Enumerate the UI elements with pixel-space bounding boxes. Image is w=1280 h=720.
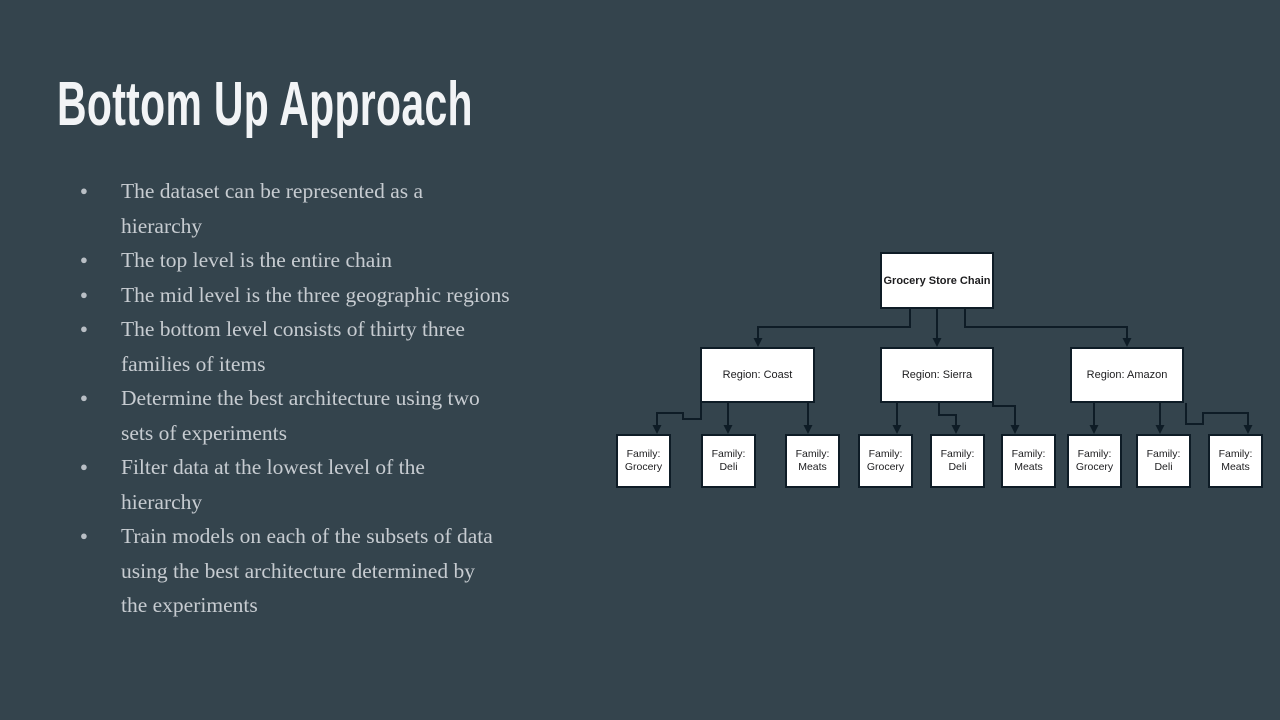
- bullet-line: hierarchy: [121, 489, 203, 514]
- arrowhead-icon: [652, 425, 662, 434]
- bullet-line: The dataset can be represented as a: [121, 179, 424, 203]
- bullet-line: The top level is the entire chain: [121, 248, 393, 272]
- bullet-line: The mid level is the three geographic re…: [121, 282, 510, 307]
- bullet-item: ● Determine the best architecture using …: [80, 381, 625, 450]
- node-family-deli-2: Family: Deli: [930, 434, 985, 488]
- arrowhead-icon: [932, 338, 942, 347]
- arrowhead-icon: [1155, 425, 1165, 434]
- bullet-text: The bottom level consists of thirty thre…: [121, 312, 465, 381]
- node-region-amazon: Region: Amazon: [1070, 347, 1184, 403]
- node-family-deli-3: Family: Deli: [1136, 434, 1191, 488]
- bullet-icon: ●: [80, 183, 88, 198]
- node-family-meats-2: Family: Meats: [1001, 434, 1056, 488]
- node-family-grocery-3: Family: Grocery: [1067, 434, 1122, 488]
- bullet-icon: ●: [80, 321, 88, 336]
- bullet-text: The dataset can be represented as a hier…: [121, 174, 423, 243]
- bullet-line: using the best architecture determined b…: [121, 558, 476, 583]
- bullet-text: Filter data at the lowest level of the h…: [121, 450, 425, 519]
- page-title: Bottom Up Approach: [57, 70, 473, 139]
- connector: [938, 403, 957, 426]
- node-family-meats-1: Family: Meats: [785, 434, 840, 488]
- bullet-item: ● The mid level is the three geographic …: [80, 278, 625, 313]
- bullet-icon: ●: [80, 252, 88, 267]
- bullet-item: ● The dataset can be represented as a hi…: [80, 174, 625, 243]
- bullet-line: hierarchy: [121, 213, 203, 238]
- bullet-line: families of items: [121, 351, 266, 376]
- arrowhead-icon: [892, 425, 902, 434]
- arrowhead-icon: [951, 425, 961, 434]
- bullet-icon: ●: [80, 390, 88, 405]
- node-family-meats-3: Family: Meats: [1208, 434, 1263, 488]
- node-region-coast: Region: Coast: [700, 347, 815, 403]
- bullet-icon: ●: [80, 459, 88, 474]
- bullet-line: Train models on each of the subsets of d…: [121, 524, 493, 548]
- bullet-line: Filter data at the lowest level of the: [121, 455, 425, 479]
- bullet-text: Train models on each of the subsets of d…: [121, 519, 493, 623]
- bullet-icon: ●: [80, 528, 88, 543]
- arrowhead-icon: [723, 425, 733, 434]
- node-family-grocery-1: Family: Grocery: [616, 434, 671, 488]
- arrowhead-icon: [753, 338, 763, 347]
- connector: [757, 309, 911, 339]
- node-region-sierra: Region: Sierra: [880, 347, 994, 403]
- arrowhead-icon: [1122, 338, 1132, 347]
- bullet-item: ● Filter data at the lowest level of the…: [80, 450, 625, 519]
- node-family-grocery-2: Family: Grocery: [858, 434, 913, 488]
- node-grocery-store-chain: Grocery Store Chain: [880, 252, 994, 309]
- bullet-text: The mid level is the three geographic re…: [121, 278, 510, 313]
- connector: [656, 403, 702, 426]
- bullet-line: the experiments: [121, 593, 258, 617]
- connector: [1185, 403, 1249, 426]
- bullet-icon: ●: [80, 286, 88, 302]
- bullet-item: ● The bottom level consists of thirty th…: [80, 312, 625, 381]
- bullet-list: ● The dataset can be represented as a hi…: [80, 174, 625, 623]
- connector: [964, 309, 1128, 339]
- arrowhead-icon: [803, 425, 813, 434]
- bullet-line: sets of experiments: [121, 420, 287, 445]
- arrowhead-icon: [1010, 425, 1020, 434]
- bullet-text: Determine the best architecture using tw…: [121, 381, 480, 450]
- bullet-item: ● The top level is the entire chain: [80, 243, 625, 278]
- bullet-line: The bottom level consists of thirty thre…: [121, 317, 465, 341]
- arrowhead-icon: [1243, 425, 1253, 434]
- bullet-text: The top level is the entire chain: [121, 243, 392, 278]
- bullet-item: ● Train models on each of the subsets of…: [80, 519, 625, 623]
- arrowhead-icon: [1089, 425, 1099, 434]
- bullet-line: Determine the best architecture using tw…: [121, 386, 480, 410]
- connector: [992, 403, 1016, 426]
- node-family-deli-1: Family: Deli: [701, 434, 756, 488]
